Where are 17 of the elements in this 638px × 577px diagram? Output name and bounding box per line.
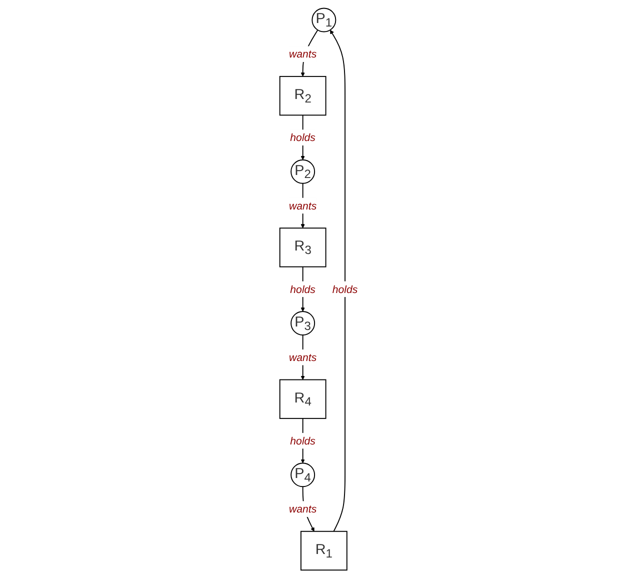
node-box: R$_{2}$	[280, 76, 326, 116]
arrow	[330, 29, 346, 532]
node-circle: P$_{3}$	[290, 310, 316, 336]
node-box: R$_{1}$	[300, 530, 348, 570]
edge-label: wants	[289, 199, 317, 212]
edge-label: wants	[289, 350, 317, 363]
edge-label: wants	[289, 502, 317, 515]
node-box: R$_{3}$	[280, 227, 326, 267]
node-circle: P$_{4}$	[290, 462, 316, 487]
node-circle: P$_{1}$	[312, 7, 336, 32]
edge-label: holds	[290, 282, 316, 295]
node-box: R$_{4}$	[280, 378, 326, 418]
edge-label: wants	[289, 48, 317, 60]
edge-label: holds	[290, 434, 316, 446]
node-circle: P$_{2}$	[290, 158, 316, 184]
edge-label: holds	[332, 282, 358, 295]
edge-label: holds	[290, 131, 316, 144]
